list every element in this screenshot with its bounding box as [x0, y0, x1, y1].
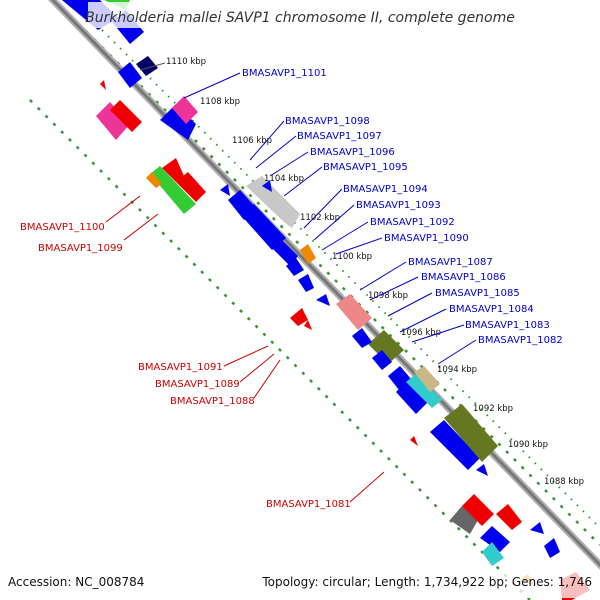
gene-label[interactable]: BMASAVP1_1087	[408, 257, 493, 268]
footer-backdrop	[0, 570, 600, 598]
cds-block[interactable]	[162, 158, 184, 182]
cds-block[interactable]	[150, 166, 196, 214]
scale-label: 1102 kbp	[300, 213, 340, 223]
scale-label: 1098 kbp	[368, 291, 408, 301]
gene-label[interactable]: BMASAVP1_1092	[370, 217, 455, 228]
cds-block[interactable]	[146, 172, 162, 188]
scale-label: 1108 kbp	[200, 97, 240, 107]
cds-block[interactable]	[286, 258, 304, 276]
gene-label[interactable]: BMASAVP1_1101	[242, 68, 327, 79]
cds-block[interactable]	[118, 62, 142, 88]
cds-block[interactable]	[220, 184, 230, 196]
cds-block[interactable]	[444, 404, 498, 462]
cds-block[interactable]	[290, 308, 308, 326]
scale-label: 1090 kbp	[508, 440, 548, 450]
cds-block[interactable]	[96, 102, 130, 140]
gene-label[interactable]: BMASAVP1_1097	[297, 131, 382, 142]
scale-label: 1092 kbp	[473, 404, 513, 414]
gene-label[interactable]: BMASAVP1_1098	[285, 116, 370, 127]
cds-block[interactable]	[298, 274, 314, 292]
reverse-gene-labels	[105, 195, 385, 503]
cds-block[interactable]	[100, 80, 106, 90]
cds-block[interactable]	[246, 176, 300, 228]
tick-track-inner	[29, 99, 531, 600]
gene-label[interactable]: BMASAVP1_1095	[323, 162, 408, 173]
topology-summary-text: Topology: circular; Length: 1,734,922 bp…	[261, 575, 592, 589]
gene-label[interactable]: BMASAVP1_1086	[421, 272, 506, 283]
cds-block[interactable]	[172, 96, 198, 124]
title-backdrop	[88, 2, 514, 28]
gene-label[interactable]: BMASAVP1_1083	[465, 320, 550, 331]
forward-gene-label-texts: BMASAVP1_1101 BMASAVP1_1098 BMASAVP1_109…	[242, 68, 563, 346]
cds-block[interactable]	[304, 320, 312, 330]
cds-block[interactable]	[396, 380, 428, 414]
scale-label: 1110 kbp	[166, 57, 206, 67]
cds-block[interactable]	[264, 232, 298, 266]
cds-block[interactable]	[480, 526, 510, 552]
cds-block[interactable]	[300, 244, 316, 264]
scale-label: 1100 kbp	[332, 252, 372, 262]
cds-block[interactable]	[336, 294, 372, 330]
gene-label[interactable]: BMASAVP1_1100	[20, 222, 105, 233]
scale-label: 1096 kbp	[401, 328, 441, 338]
gene-label[interactable]: BMASAVP1_1093	[356, 200, 441, 211]
cds-block[interactable]	[430, 420, 480, 470]
tick-track-outer	[54, 0, 600, 546]
scale-labels: 1110 kbp 1108 kbp 1106 kbp 1104 kbp 1102…	[139, 57, 584, 487]
cds-block[interactable]	[476, 464, 488, 476]
cds-block[interactable]	[316, 294, 330, 306]
cds-block[interactable]	[530, 522, 544, 534]
gene-label[interactable]: BMASAVP1_1088	[170, 396, 255, 407]
scale-label: 1106 kbp	[232, 136, 272, 146]
cds-block[interactable]	[462, 494, 494, 526]
cds-block[interactable]	[136, 56, 158, 76]
cds-block[interactable]	[406, 374, 442, 408]
cds-block[interactable]	[410, 436, 418, 446]
gene-label[interactable]: BMASAVP1_1090	[384, 233, 469, 244]
gene-label[interactable]: BMASAVP1_1081	[266, 499, 351, 510]
scale-label: 1094 kbp	[437, 365, 477, 375]
cds-block[interactable]	[110, 100, 142, 132]
cds-block[interactable]	[176, 172, 206, 202]
gene-label[interactable]: BMASAVP1_1096	[310, 147, 395, 158]
cds-block[interactable]	[262, 180, 272, 192]
scale-label: 1104 kbp	[264, 174, 304, 184]
cds-block[interactable]	[496, 504, 522, 530]
accession-text: Accession: NC_008784	[8, 575, 144, 589]
scale-label: 1088 kbp	[544, 477, 584, 487]
map-title: Burkholderia mallei SAVP1 chromosome II,…	[85, 10, 515, 26]
gene-label[interactable]: BMASAVP1_1091	[138, 362, 223, 373]
reverse-gene-label-texts: BMASAVP1_1100 BMASAVP1_1099 BMASAVP1_109…	[20, 222, 351, 510]
cds-block[interactable]	[368, 330, 404, 364]
forward-gene-labels	[183, 72, 477, 365]
cds-block[interactable]	[544, 538, 560, 558]
cds-block[interactable]	[372, 350, 392, 370]
cds-block[interactable]	[414, 366, 440, 392]
reverse-strand-features	[96, 80, 522, 534]
gene-label[interactable]: BMASAVP1_1084	[449, 304, 534, 315]
gene-label[interactable]: BMASAVP1_1089	[155, 379, 240, 390]
cds-block[interactable]	[160, 104, 196, 140]
gene-label[interactable]: BMASAVP1_1082	[478, 335, 563, 346]
cds-block[interactable]	[450, 506, 478, 534]
gene-label[interactable]: BMASAVP1_1085	[435, 288, 520, 299]
cds-block[interactable]	[482, 542, 504, 566]
gene-label[interactable]: BMASAVP1_1094	[343, 184, 428, 195]
cds-block[interactable]	[352, 328, 372, 348]
gene-label[interactable]: BMASAVP1_1099	[38, 243, 123, 254]
backbone	[47, 0, 600, 570]
